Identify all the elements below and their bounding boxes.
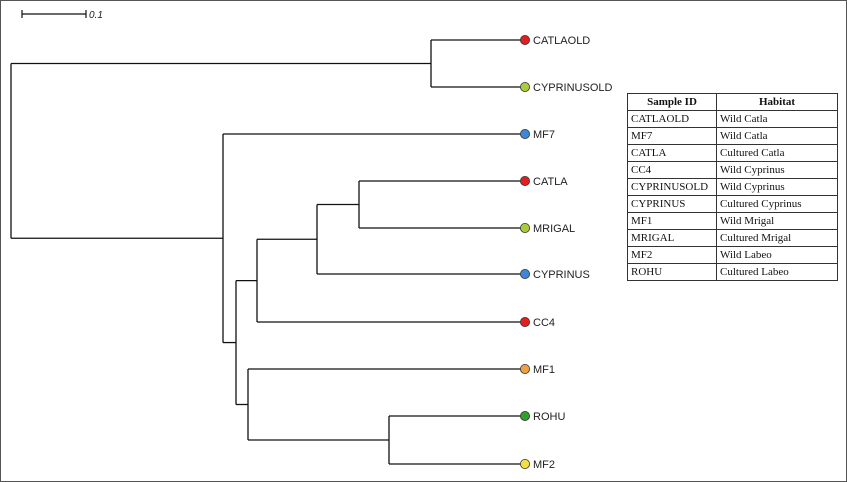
leaf-marker-cyprinus [520,268,531,279]
cell-sample-id: ROHU [627,263,717,281]
scale-bar-label: 0.1 [89,10,103,21]
tree-branches [10,39,525,465]
leaf-label-mf2: MF2 [533,459,555,471]
header-habitat: Habitat [716,93,838,111]
cell-habitat: Wild Cyprinus [716,178,838,196]
table-header-row: Sample ID Habitat [627,93,838,111]
leaf-label-mf1: MF1 [533,364,555,376]
cell-habitat: Cultured Catla [716,144,838,162]
cell-habitat: Wild Catla [716,110,838,128]
cell-habitat: Wild Cyprinus [716,161,838,179]
leaf-label-cyprinus: CYPRINUS [533,269,590,281]
leaf-label-catla: CATLA [533,176,568,188]
leaf-marker-mf2 [520,458,531,469]
leaf-marker-catla [520,175,531,186]
cell-sample-id: CATLAOLD [627,110,717,128]
leaf-label-mf7: MF7 [533,129,555,141]
cell-habitat: Cultured Mrigal [716,229,838,247]
cell-sample-id: CC4 [627,161,717,179]
cell-sample-id: CYPRINUSOLD [627,178,717,196]
cell-habitat: Wild Mrigal [716,212,838,230]
cell-sample-id: CATLA [627,144,717,162]
cell-sample-id: MF1 [627,212,717,230]
leaf-label-mrigal: MRIGAL [533,223,575,235]
leaf-marker-cc4 [520,316,531,327]
cell-sample-id: MF7 [627,127,717,145]
leaf-marker-mf7 [520,128,531,139]
cell-habitat: Wild Labeo [716,246,838,264]
leaf-marker-rohu [520,410,531,421]
cell-sample-id: CYPRINUS [627,195,717,213]
leaf-marker-catlaold [520,35,531,46]
leaf-label-cc4: CC4 [533,317,555,329]
leaf-marker-mrigal [520,222,531,233]
cell-sample-id: MF2 [627,246,717,264]
cell-sample-id: MRIGAL [627,229,717,247]
leaf-label-cyprinusold: CYPRINUSOLD [533,82,613,94]
cell-habitat: Cultured Cyprinus [716,195,838,213]
leaf-label-catlaold: CATLAOLD [533,35,590,47]
leaf-marker-cyprinusold [520,82,531,93]
cell-habitat: Cultured Labeo [716,263,838,281]
leaf-marker-mf1 [520,363,531,374]
scale-bar: 0.1 [21,10,103,21]
header-sample-id: Sample ID [627,93,717,111]
leaf-label-rohu: ROHU [533,411,565,423]
cell-habitat: Wild Catla [716,127,838,145]
